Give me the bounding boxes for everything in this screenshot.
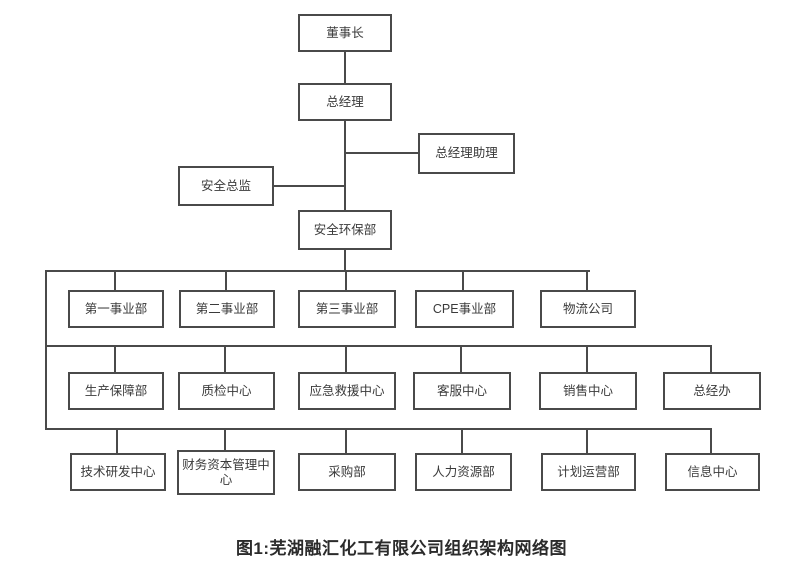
org-node-production-support-dept: 生产保障部 [68,372,164,410]
org-node-cpe-division: CPE事业部 [415,290,514,328]
org-node-tech-rd-center: 技术研发中心 [70,453,166,491]
connector-drop-row1-5 [586,272,588,290]
connector-drop-row3-3 [345,430,347,453]
connector-chairman-gm [344,52,346,83]
org-node-emergency-rescue-center: 应急救援中心 [298,372,396,410]
connector-drop-row1-3 [345,272,347,290]
connector-bus-row3 [45,428,712,430]
connector-left-bus [45,270,47,430]
connector-drop-row3-4 [461,430,463,453]
org-node-customer-service-center: 客服中心 [413,372,511,410]
connector-bus-row2 [45,345,712,347]
connector-drop-row3-6 [710,430,712,453]
org-node-quality-inspection-center: 质检中心 [178,372,275,410]
org-node-procurement-dept: 采购部 [298,453,396,491]
org-node-sales-center: 销售中心 [539,372,637,410]
connector-drop-row2-2 [224,347,226,372]
org-node-gm-office: 总经办 [663,372,761,410]
org-node-gm-assistant: 总经理助理 [418,133,515,174]
org-node-third-division: 第三事业部 [298,290,396,328]
org-node-safety-env-dept: 安全环保部 [298,210,392,250]
org-node-chairman: 董事长 [298,14,392,52]
org-node-logistics-company: 物流公司 [540,290,636,328]
connector-drop-row2-1 [114,347,116,372]
connector-bus-row1 [45,270,590,272]
connector-drop-row1-1 [114,272,116,290]
org-node-safety-director: 安全总监 [178,166,274,206]
connector-safety-director-branch [274,185,345,187]
connector-safety-env-bus1 [344,250,346,271]
connector-gm-assistant-branch [345,152,418,154]
connector-drop-row3-2 [224,430,226,450]
org-node-second-division: 第二事业部 [179,290,275,328]
connector-drop-row2-4 [460,347,462,372]
org-node-hr-dept: 人力资源部 [415,453,512,491]
figure-caption: 图1:芜湖融汇化工有限公司组织架构网络图 [235,539,568,558]
org-node-general-manager: 总经理 [298,83,392,121]
org-node-info-center: 信息中心 [665,453,760,491]
connector-drop-row3-1 [116,430,118,453]
connector-gm-safety-env [344,121,346,210]
connector-drop-row2-5 [586,347,588,372]
connector-drop-row2-6 [710,347,712,372]
connector-drop-row1-4 [462,272,464,290]
connector-drop-row1-2 [225,272,227,290]
connector-drop-row2-3 [345,347,347,372]
connector-drop-row3-5 [586,430,588,453]
org-node-finance-capital-center: 财务资本管理中心 [177,450,275,495]
org-node-first-division: 第一事业部 [68,290,164,328]
org-node-planning-operations-dept: 计划运营部 [541,453,636,491]
